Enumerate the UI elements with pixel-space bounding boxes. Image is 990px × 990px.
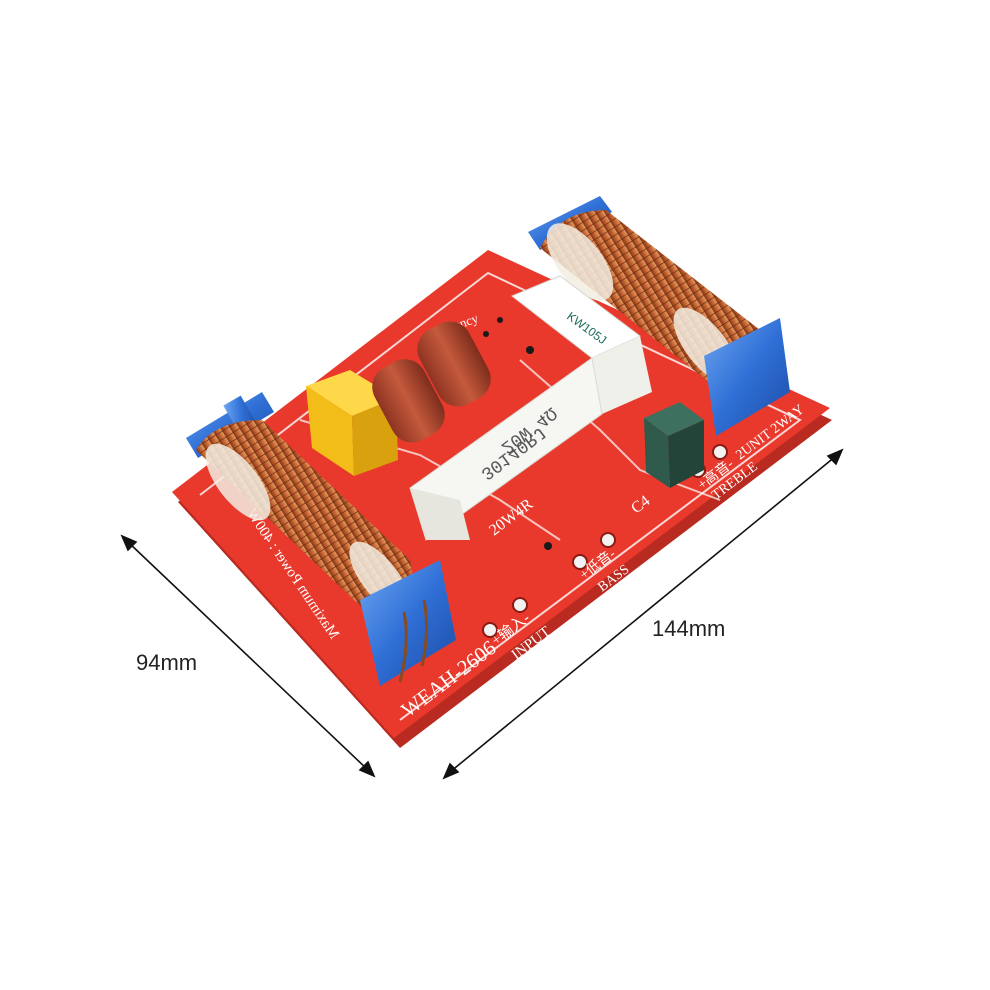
- right-inductor: [528, 196, 790, 436]
- length-dimension-label: 144mm: [652, 616, 726, 641]
- film-capacitor-1: [372, 359, 445, 443]
- length-dimension-line: [442, 448, 844, 780]
- width-dimension-label: 94mm: [136, 650, 198, 675]
- film-capacitor-2: [417, 321, 491, 407]
- width-dimension-line: [120, 534, 376, 778]
- mount-holes: [483, 317, 552, 550]
- left-inductor: [186, 392, 456, 686]
- green-capacitor: [644, 402, 704, 488]
